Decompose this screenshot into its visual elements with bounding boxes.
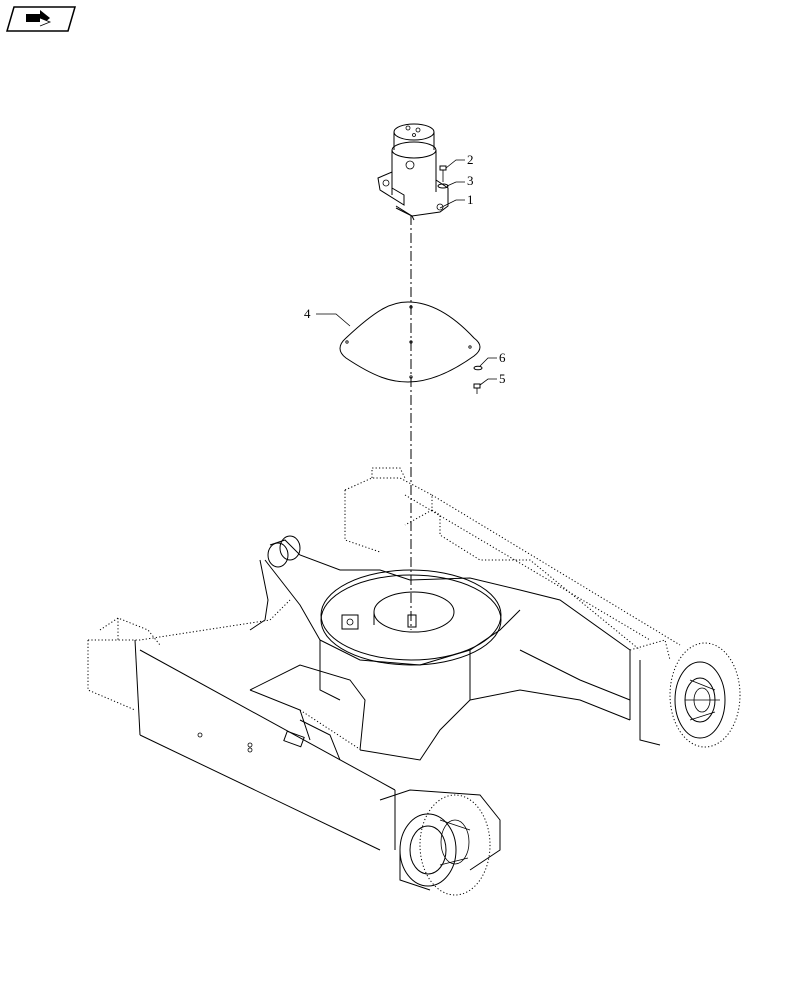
- callout-leaders: [316, 159, 497, 386]
- callout-1: 1: [467, 192, 474, 207]
- callout-2: 2: [467, 152, 474, 167]
- cover-plate[interactable]: [339, 301, 481, 383]
- next-page-button[interactable]: [6, 5, 76, 33]
- swivel-joint[interactable]: [377, 123, 449, 221]
- callout-4: 4: [304, 306, 311, 321]
- callout-3: 3: [467, 173, 474, 188]
- front-drive-sprocket: [379, 789, 501, 896]
- small-washer[interactable]: [473, 365, 483, 371]
- callout-6: 6: [499, 350, 506, 365]
- bolt[interactable]: [439, 165, 447, 182]
- washer[interactable]: [437, 183, 449, 189]
- small-bolt[interactable]: [473, 383, 481, 394]
- forward-arrow-icon: [6, 6, 76, 32]
- callout-5: 5: [499, 371, 506, 386]
- right-drive-sprocket: [669, 642, 741, 748]
- lower-frame: [87, 467, 681, 851]
